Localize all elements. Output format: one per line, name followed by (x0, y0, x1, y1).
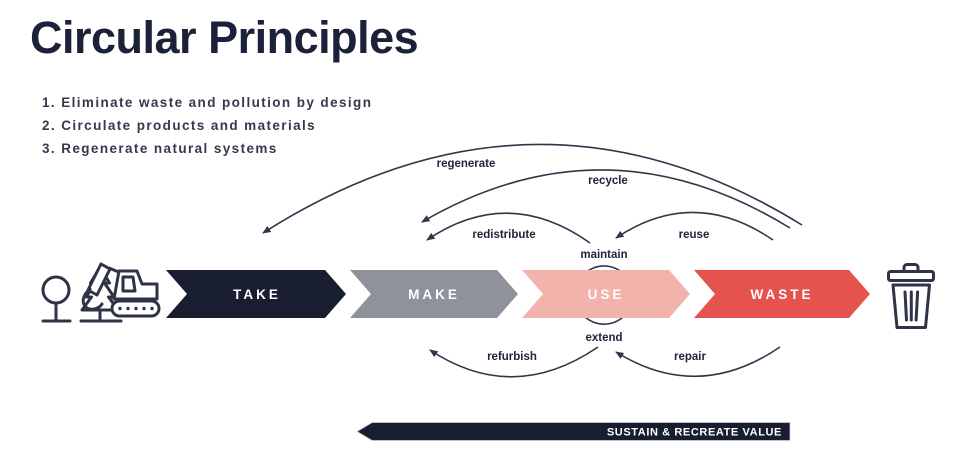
page-title: Circular Principles (30, 12, 419, 63)
waste-chevron (694, 270, 870, 318)
use-label: USE (588, 287, 625, 302)
trash-icon (887, 263, 935, 329)
regenerate-arrow (262, 143, 803, 234)
make-chevron (350, 270, 518, 318)
use-chevron (522, 270, 690, 318)
redistribute-arrow (426, 212, 591, 244)
refurbish-arrow (429, 346, 599, 378)
excavator-icon (81, 262, 161, 318)
recycle-arrow (421, 169, 791, 229)
recycle-label: recycle (588, 175, 628, 187)
loop-arrows (262, 143, 803, 378)
footer-bar: SUSTAIN & RECREATE VALUE (356, 422, 791, 441)
redistribute-label: redistribute (472, 229, 535, 241)
sustain-label: SUSTAIN & RECREATE VALUE (607, 427, 782, 439)
regenerate-label: regenerate (437, 158, 496, 170)
take-label: TAKE (233, 287, 281, 302)
process-chevrons: TAKE MAKE USE WASTE (166, 270, 870, 318)
repair-label: repair (674, 351, 706, 363)
loop-labels: regenerate recycle redistribute reuse ma… (437, 158, 710, 363)
refurbish-label: refurbish (487, 351, 537, 363)
make-label: MAKE (408, 287, 460, 302)
principle-item-2: 2. Circulate products and materials (42, 118, 317, 133)
repair-arrow (615, 346, 781, 378)
extend-label: extend (585, 332, 622, 344)
reuse-arrow (615, 211, 774, 241)
take-chevron (166, 270, 346, 318)
track-wheels (118, 306, 154, 311)
principle-item-3: 3. Regenerate natural systems (42, 141, 278, 156)
sustain-arrow-bar (356, 422, 791, 441)
maintain-label: maintain (580, 249, 627, 261)
principle-item-1: 1. Eliminate waste and pollution by desi… (42, 95, 373, 110)
source-icons (41, 262, 161, 323)
waste-label: WASTE (750, 287, 813, 302)
reuse-label: reuse (679, 229, 710, 241)
principles-list: 1. Eliminate waste and pollution by desi… (42, 91, 372, 160)
tree-icon (41, 265, 123, 323)
